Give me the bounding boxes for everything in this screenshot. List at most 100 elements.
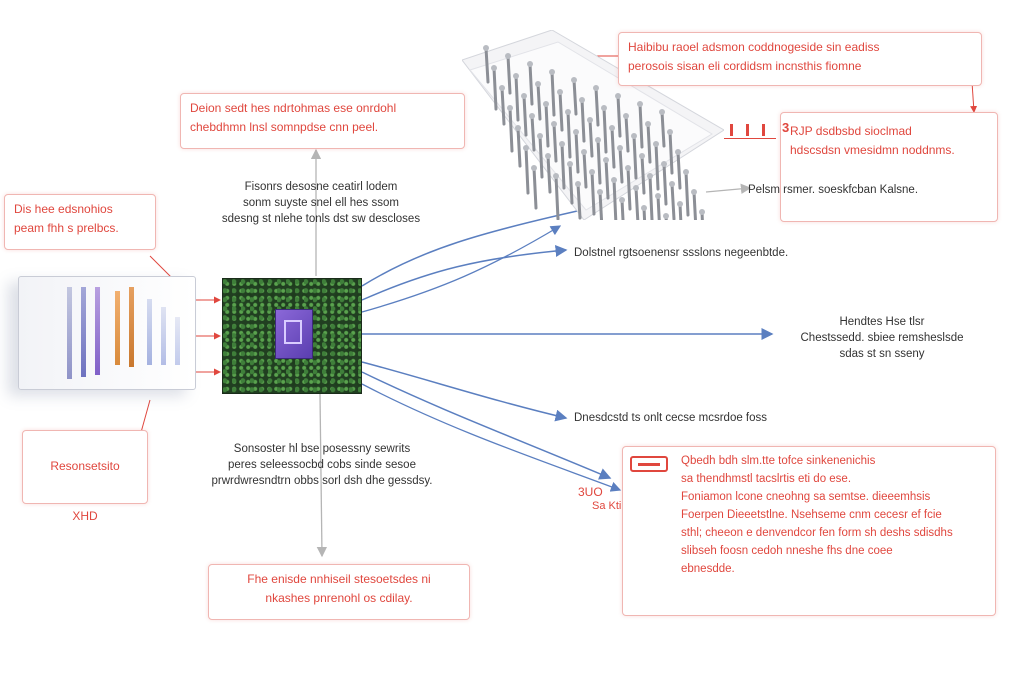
data-panel-image (18, 276, 196, 390)
pin (528, 62, 534, 106)
pin-head (699, 209, 705, 215)
pin (700, 210, 704, 220)
pin-head (549, 69, 555, 75)
pin-head (669, 181, 675, 187)
pin (610, 126, 616, 169)
pin-head (663, 213, 669, 219)
pin (568, 162, 574, 205)
pin-head (565, 109, 571, 115)
annotation-box-bottom-left: Resonsetsito XHD (22, 430, 148, 523)
label-upper-center: Fisonrs desosne ceatirl lodem sonm suyst… (221, 181, 421, 225)
arrow-chip-to-output (361, 371, 612, 480)
pin-head (529, 113, 535, 119)
pin-head (505, 53, 511, 59)
pin (670, 182, 676, 220)
pin-head (507, 105, 513, 111)
marker-output-sub: Sa Kti (592, 500, 622, 512)
pin (626, 166, 632, 211)
pin-array-illustration (462, 30, 724, 220)
pin (620, 198, 625, 220)
annotation-box-right-mid: RJP dsdbsbd sioclmad hdscsdsn vmesidmn n… (780, 112, 998, 222)
pin-head (553, 173, 559, 179)
pin-head (625, 165, 631, 171)
pin (546, 154, 552, 194)
pin-head (645, 121, 651, 127)
pin-head (543, 101, 549, 107)
pin-head (615, 93, 621, 99)
chip-core (275, 309, 313, 359)
pin (594, 86, 600, 127)
pin (588, 118, 594, 158)
pin-head (659, 109, 665, 115)
pin (642, 206, 647, 220)
marker-output: 3UO (578, 485, 603, 499)
pin (524, 146, 530, 195)
label-pin-array: Pelsm rsmer. soeskfcban Kalsne. (748, 184, 919, 196)
pin-head (633, 185, 639, 191)
pin (576, 182, 582, 220)
pin-head (683, 169, 689, 175)
pin-head (617, 145, 623, 151)
pin (638, 102, 644, 149)
chip-image (222, 278, 362, 394)
pin-tick (746, 124, 749, 136)
pin-head (587, 117, 593, 123)
output-tag-icon-bar (638, 463, 660, 466)
pin-head (527, 61, 533, 67)
pin-head (691, 189, 697, 195)
pin (692, 190, 697, 220)
pin-head (603, 157, 609, 163)
pin-head (567, 161, 573, 167)
pin-head (523, 145, 529, 151)
pin-tick (730, 124, 733, 136)
pin (602, 106, 608, 154)
pin-head (499, 85, 505, 91)
pin (538, 134, 544, 179)
pin (554, 174, 560, 220)
pin-head (589, 169, 595, 175)
pin-head (521, 93, 527, 99)
pin (640, 154, 646, 195)
pin-head (551, 121, 557, 127)
annotation-box-top-left: Deion sedt hes ndrtohmas ese onrdohl che… (180, 93, 465, 149)
pin-head (513, 73, 519, 79)
pin (532, 166, 538, 210)
pin-head (571, 77, 577, 83)
marker-pins: 3 (782, 120, 790, 135)
panel-bar (175, 317, 180, 365)
pin (484, 46, 490, 84)
annotation-box-bottom-left-line-2: XHD (72, 509, 98, 523)
pin (508, 106, 514, 153)
pin-head (661, 161, 667, 167)
pin (500, 86, 506, 126)
label-lower-center: Sonsoster hl bse posessny sewrits peres … (211, 443, 433, 487)
arrow-chip-to-output-b (361, 383, 622, 492)
pin-head (631, 133, 637, 139)
annotation-box-left: Dis hee edsnohios peam fhh s prelbcs. (4, 194, 156, 250)
pin-head (653, 141, 659, 147)
panel-bar (147, 299, 152, 365)
pin (492, 66, 498, 111)
annotation-box-bottom-center: Fhe enisde nnhiseil stesoetsdes ni nkash… (208, 564, 470, 620)
pin (678, 202, 683, 220)
pin-head (579, 97, 585, 103)
pin (612, 178, 618, 220)
pin (550, 70, 556, 117)
pin-head (515, 125, 521, 131)
pin (514, 74, 520, 122)
arrow-top-right-box-down (970, 81, 978, 113)
pin-head (537, 133, 543, 139)
pin (572, 78, 578, 116)
pin (530, 114, 536, 152)
label-branch-2: Hendtes Hse tlsr Chestssedd. sbiee remsh… (800, 316, 964, 360)
pin (660, 110, 666, 148)
pin (654, 142, 660, 191)
pin-head (575, 181, 581, 187)
pin (536, 82, 542, 121)
pin-tick (762, 124, 765, 136)
pin-head (677, 201, 683, 207)
pin (634, 186, 640, 220)
arrow-chip-to-branch-1b (361, 225, 562, 313)
pin (632, 134, 638, 180)
